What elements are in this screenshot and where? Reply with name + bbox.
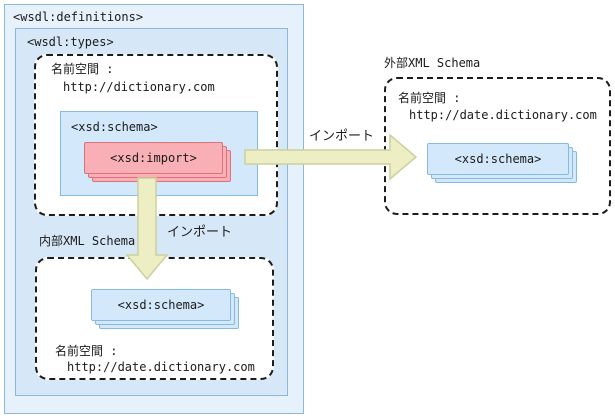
main-xsd-schema-box: <xsd:schema> <xsd:import> xyxy=(60,111,258,196)
internal-xsd-schema-label: <xsd:schema> xyxy=(117,298,205,312)
internal-schema-sheet-front: <xsd:schema> xyxy=(91,289,231,321)
import-label-right: インポート xyxy=(309,129,375,144)
xsd-import-label: <xsd:import> xyxy=(110,151,197,165)
internal-namespace-value: http://date.dictionary.com xyxy=(67,360,255,374)
main-namespace-value: http://dictionary.com xyxy=(63,80,215,94)
wsdl-types-label: <wsdl:types> xyxy=(27,35,114,49)
wsdl-types-box: <wsdl:types> 名前空間 : http://dictionary.co… xyxy=(15,28,288,396)
main-namespace-box: 名前空間 : http://dictionary.com <xsd:schema… xyxy=(34,54,278,216)
xsd-import-sheet-front: <xsd:import> xyxy=(84,142,223,174)
xsd-import-stack: <xsd:import> xyxy=(84,142,231,182)
import-label-down: インポート xyxy=(167,225,233,240)
wsdl-definitions-box: <wsdl:definitions> <wsdl:types> 名前空間 : h… xyxy=(4,4,304,414)
main-xsd-schema-label: <xsd:schema> xyxy=(71,120,158,134)
external-namespace-label: 名前空間 : xyxy=(398,91,461,105)
external-schema-sheet-front: <xsd:schema> xyxy=(427,143,569,175)
external-schema-title: 外部XML Schema xyxy=(384,56,481,70)
external-schema-box: 名前空間 : http://date.dictionary.com <xsd:s… xyxy=(384,77,611,215)
internal-schema-title: 内部XML Schema xyxy=(39,234,136,248)
internal-namespace-label: 名前空間 : xyxy=(55,344,118,358)
external-xsd-schema-stack: <xsd:schema> xyxy=(427,143,577,183)
wsdl-definitions-label: <wsdl:definitions> xyxy=(13,10,144,24)
external-namespace-value: http://date.dictionary.com xyxy=(409,108,597,122)
external-xsd-schema-label: <xsd:schema> xyxy=(454,152,542,166)
internal-schema-box: <xsd:schema> 名前空間 : http://date.dictiona… xyxy=(35,257,274,380)
internal-xsd-schema-stack: <xsd:schema> xyxy=(91,289,239,329)
main-namespace-label: 名前空間 : xyxy=(51,62,114,76)
